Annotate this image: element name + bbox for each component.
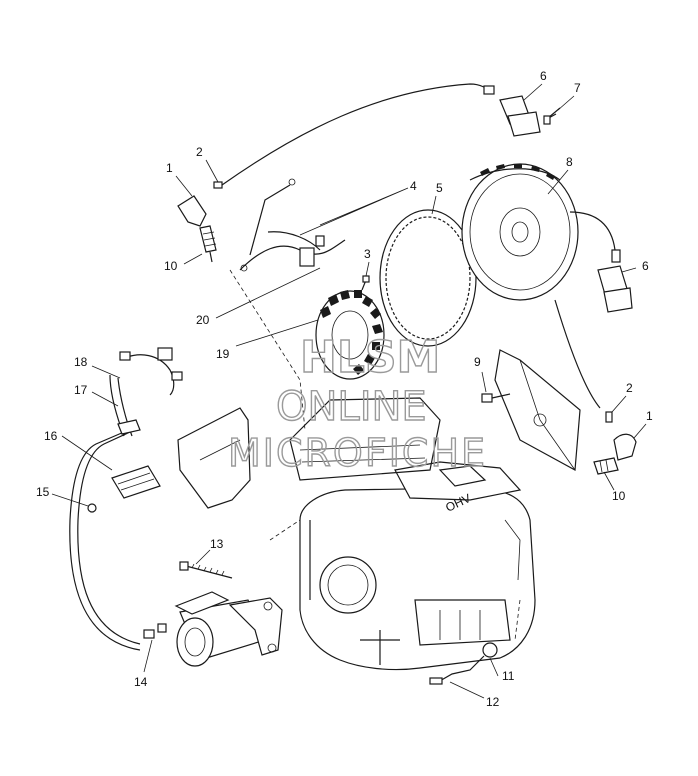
callout-12: 12 [486,695,500,709]
sensor-11-12 [429,642,498,685]
regulator-16 [111,465,161,499]
callout-3: 3 [364,247,371,261]
callout-10-right: 10 [612,489,626,503]
callout-18: 18 [74,355,88,369]
callout-5: 5 [436,181,443,195]
flywheel-8 [461,163,579,301]
ignition-module-6-top [221,83,557,186]
watermark-line-1: HLSM [300,332,440,383]
bolt-13 [179,561,233,579]
callout-9: 9 [474,355,481,369]
spark-plug-cap-1-right [613,433,637,461]
callout-14: 14 [134,675,148,689]
callout-20: 20 [196,313,210,327]
callout-16: 16 [44,429,58,443]
callout-2-right: 2 [626,381,633,395]
callout-19: 19 [216,347,230,361]
callout-7: 7 [574,81,581,95]
watermark-line-3: MICROFICHE [228,431,487,475]
spark-plug-10-left [199,225,217,263]
spark-plug-10-right [593,457,619,475]
callout-15: 15 [36,485,50,499]
callout-6-top: 6 [540,69,547,83]
callout-labels: 1 2 4 3 5 6 7 8 6 9 2 1 10 10 20 19 18 1… [36,69,653,709]
watermark-line-2: ONLINE [276,384,427,430]
spark-plug-cap-1-left [177,195,207,227]
screw-15 [87,503,97,513]
bolt-9 [481,393,511,403]
callout-13: 13 [210,537,224,551]
bolt-3 [361,275,370,291]
bracket-9 [494,349,581,471]
starter-motor [174,591,283,667]
callout-1-left: 1 [166,161,173,175]
engine-block: OHV [289,397,536,671]
nut-14 [143,623,167,639]
callout-6-right: 6 [642,259,649,273]
small-bolt-2-right [605,411,613,423]
small-bolt-2-left [213,181,223,189]
wire-loop-17 [69,419,141,651]
watermark: HLSM ONLINE MICROFICHE [227,331,487,475]
callout-2-left: 2 [196,145,203,159]
leader-lines [51,83,647,699]
stator-19 [315,290,385,380]
callout-10-left: 10 [164,259,178,273]
ignition-module-6-right [554,211,633,409]
callout-4: 4 [410,179,417,193]
callout-8: 8 [566,155,573,169]
bracket-left [177,407,251,509]
ring-gear-5 [379,209,477,347]
callout-17: 17 [74,383,88,397]
callout-11: 11 [502,669,515,683]
wiring-harness-4 [239,178,346,272]
callout-1-right: 1 [646,409,653,423]
